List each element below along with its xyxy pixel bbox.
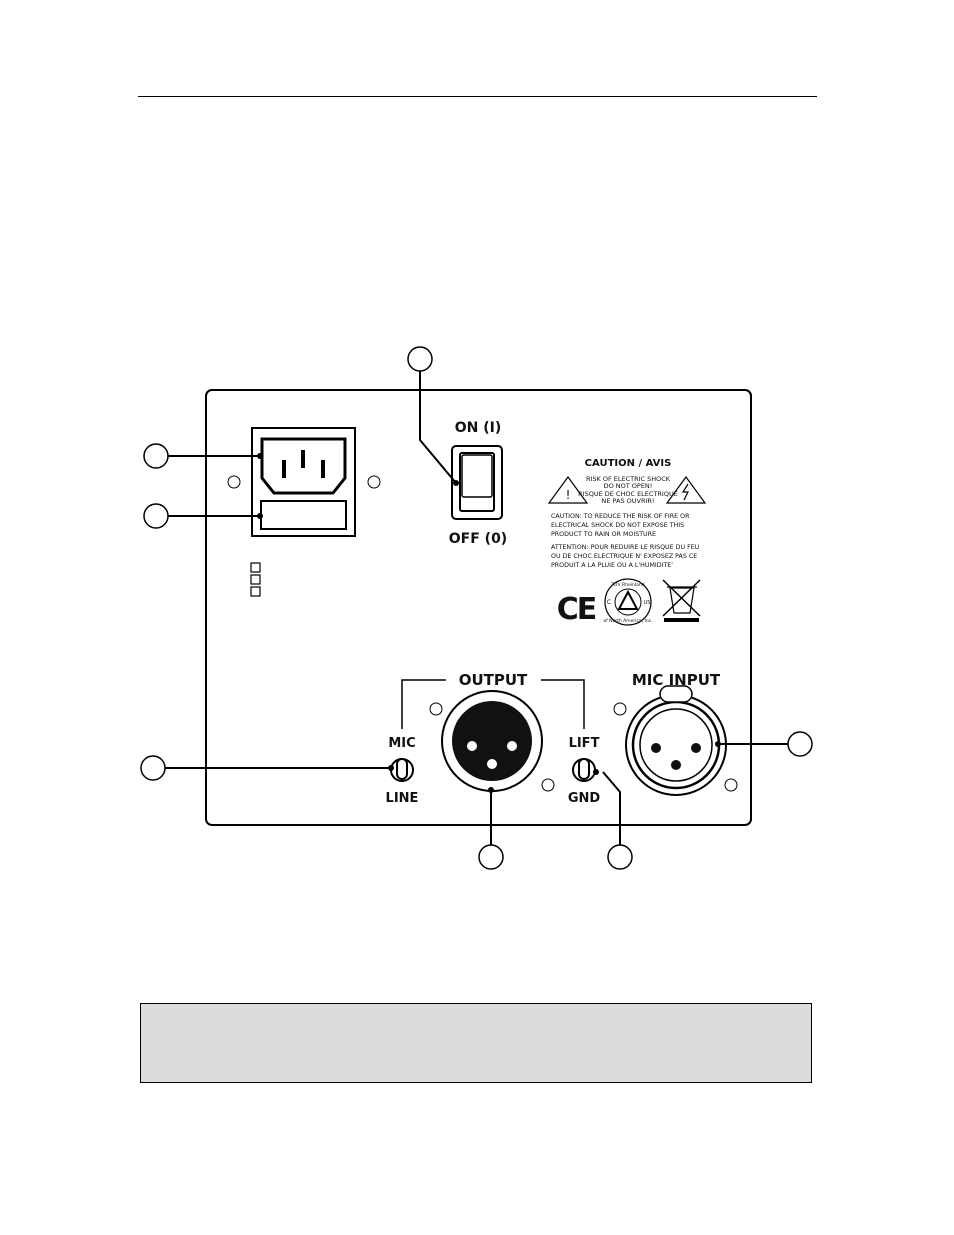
mount-hole <box>227 475 241 489</box>
voltage-checkboxes <box>250 562 261 597</box>
caution-line-2: ELECTRICAL SHOCK DO NOT EXPOSE THIS <box>551 522 684 529</box>
callout-circle <box>140 755 166 781</box>
exclamation-glyph: ! <box>566 488 571 502</box>
callout-circle <box>143 443 169 469</box>
fuse-holder-icon <box>260 500 347 530</box>
attention-line-1: ATTENTION: POUR REDUIRE LE RISQUE DU FEU <box>551 544 700 551</box>
header-rule <box>138 96 817 97</box>
warning-line-1: RISK OF ELECTRIC SHOCK <box>586 475 671 483</box>
gnd-label: GND <box>568 791 601 806</box>
tuv-mark-icon: TÜV Rheinland of North America, Inc. C U… <box>603 578 653 626</box>
caution-title: CAUTION / AVIS <box>585 458 672 469</box>
warning-triangle-icon <box>547 475 589 504</box>
warning-line-3: RISQUE DE CHOC ELECTRIQUE <box>578 490 678 498</box>
warning-label: CAUTION / AVIS ! RISK OF ELECTRIC SHOCK … <box>547 458 707 627</box>
ce-mark-icon: CE <box>557 592 596 627</box>
iec-power-inlet-icon <box>260 437 347 495</box>
mount-hole <box>541 778 555 792</box>
callout-circle <box>787 731 813 757</box>
warning-line-2: DO NOT OPEN! <box>604 482 653 490</box>
xlr-male-icon[interactable] <box>441 690 543 792</box>
rear-panel <box>205 389 752 826</box>
tuv-c-text: C <box>607 599 611 606</box>
rear-panel-diagram: ON (I) OFF (0) CAUTION / AVIS ! RISK OF … <box>140 346 813 870</box>
tuv-top-text: TÜV Rheinland <box>610 581 644 588</box>
output-label: OUTPUT <box>459 671 528 689</box>
note-box <box>140 1003 812 1083</box>
power-on-label: ON (I) <box>455 420 502 436</box>
high-voltage-icon <box>665 475 707 504</box>
output-bracket-left <box>401 679 446 729</box>
caution-line-1: CAUTION: TO REDUCE THE RISK OF FIRE OR <box>551 513 690 520</box>
toggle-switch-icon[interactable] <box>572 758 596 782</box>
tuv-bottom-text: of North America, Inc. <box>603 618 652 624</box>
lift-label: LIFT <box>569 736 600 751</box>
attention-line-2: OU DE CHOC ELECTRIQUE N' EXPOSEZ PAS CE <box>551 553 697 560</box>
mount-hole <box>613 702 627 716</box>
warning-line-4: NE PAS OUVRIR! <box>601 497 654 505</box>
weee-bin-icon <box>662 579 701 622</box>
mount-hole <box>367 475 381 489</box>
attention-line-3: PRODUIT A LA PLUIE OU A L'HUMIDITE' <box>551 562 673 569</box>
callout-circle <box>607 844 633 870</box>
power-off-label: OFF (0) <box>449 531 507 547</box>
callout-circle <box>143 503 169 529</box>
mic-input-label: MIC INPUT <box>632 671 721 689</box>
mount-hole <box>724 778 738 792</box>
mount-hole <box>429 702 443 716</box>
callouts <box>140 346 813 870</box>
power-inlet-module <box>251 427 356 537</box>
caution-line-3: PRODUCT TO RAIN OR MOISTURE <box>551 531 656 538</box>
output-bracket-right <box>541 679 585 729</box>
line-label: LINE <box>386 791 419 806</box>
callout-circle <box>407 346 433 372</box>
callout-circle <box>478 844 504 870</box>
callout-leader <box>419 371 457 484</box>
toggle-switch-icon[interactable] <box>390 758 414 782</box>
mic-label: MIC <box>388 736 415 751</box>
tuv-us-text: US <box>644 600 651 606</box>
xlr-female-icon[interactable] <box>625 685 727 796</box>
rocker-switch-icon[interactable] <box>451 445 503 520</box>
